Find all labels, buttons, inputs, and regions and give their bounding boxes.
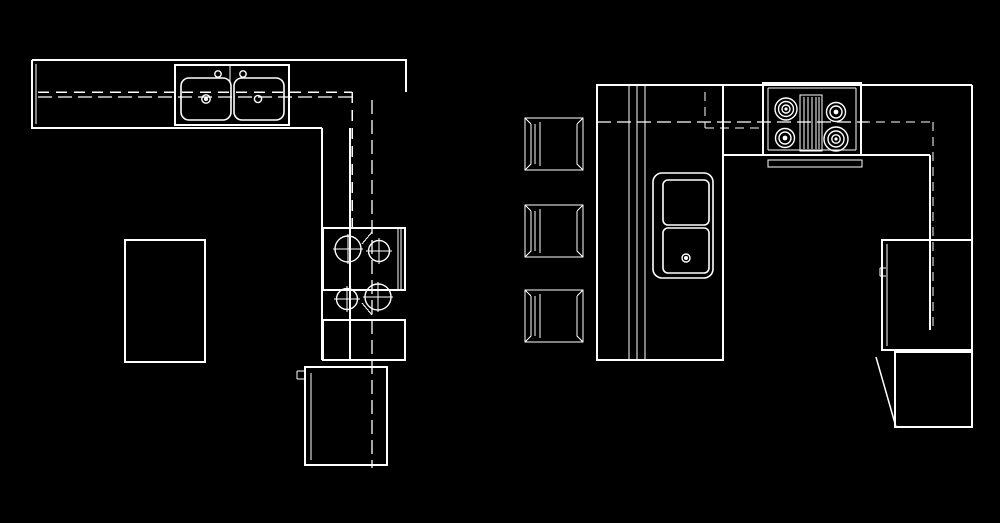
right-plan-group (524, 82, 973, 428)
upper-cabinet-dashed (38, 91, 353, 228)
burner-rear-right (363, 282, 393, 312)
burner-front-left (333, 234, 363, 264)
burner-ring-front-left (774, 127, 796, 149)
range-handle-bar (767, 159, 863, 168)
burner-ring-front-right (823, 126, 849, 152)
bar-stool-2 (524, 204, 584, 258)
bar-stool-1 (524, 117, 584, 171)
burner-rear-left (334, 286, 360, 312)
refrigerator-right (879, 239, 973, 351)
cooktop-four-burner (322, 227, 406, 316)
island-sink-double (652, 172, 714, 279)
bar-stool-3 (524, 289, 584, 343)
burner-front-right (366, 238, 392, 264)
burner-ring-rear-left (774, 97, 798, 121)
range-cooktop-five (762, 82, 862, 156)
counter-run-right (349, 60, 407, 360)
burner-ring-rear-right (825, 101, 847, 123)
island-table (124, 239, 206, 363)
kitchen-sink-double (174, 64, 290, 126)
counter-run-top-right (700, 84, 973, 330)
range-griddle (799, 94, 823, 152)
left-plan-group (31, 59, 407, 468)
island-bar-counter (596, 84, 724, 361)
oven-below-cooktop (322, 319, 406, 361)
base-cabinet-door-swing (875, 351, 973, 428)
refrigerator (296, 366, 388, 466)
